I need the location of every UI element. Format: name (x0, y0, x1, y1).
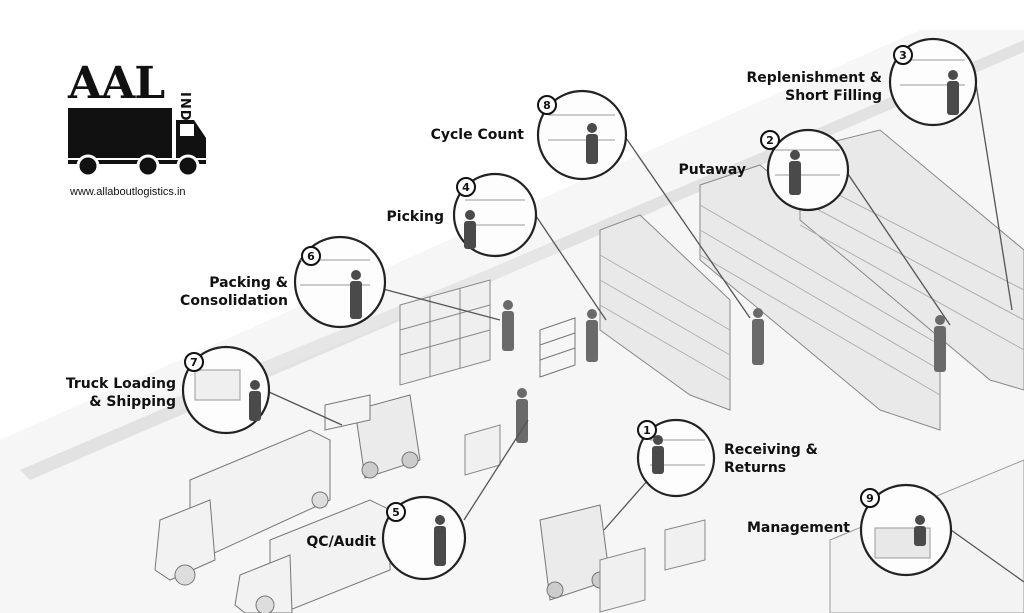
picking-cart (539, 317, 576, 378)
badge-7: 7 (184, 352, 204, 372)
forklift (539, 504, 611, 601)
svg-text:8: 8 (543, 99, 551, 112)
badge-3: 3 (893, 45, 913, 65)
svg-text:4: 4 (462, 181, 470, 194)
svg-text:3: 3 (899, 49, 907, 62)
svg-text:1: 1 (643, 424, 651, 437)
logo-brand-text: AAL (68, 58, 165, 109)
svg-text:7: 7 (190, 356, 198, 369)
box-stacks (464, 424, 706, 613)
callout-lines (268, 83, 1024, 583)
delivery-truck (154, 429, 331, 586)
callout-cycle-count (536, 89, 628, 181)
truck-icon (68, 108, 206, 178)
label-picking: Picking (386, 209, 444, 225)
svg-text:2: 2 (766, 134, 774, 147)
svg-text:6: 6 (307, 250, 315, 263)
badge-6: 6 (301, 246, 321, 266)
badge-9: 9 (860, 488, 880, 508)
label-management: Management (746, 520, 850, 536)
svg-text:5: 5 (392, 506, 400, 519)
label-truck-loading-shipping: Truck Loading & Shipping (65, 376, 176, 410)
packing-station (399, 279, 491, 386)
workers (502, 300, 946, 443)
label-receiving-returns: Receiving & Returns (724, 442, 818, 476)
forklift (324, 394, 421, 479)
label-putaway: Putaway (678, 162, 746, 178)
stage-badges: 1 2 3 4 5 6 7 8 9 (184, 45, 913, 522)
badge-2: 2 (760, 130, 780, 150)
label-packing-consolidation: Packing & Consolidation (180, 275, 288, 309)
label-replenishment: Replenishment & Short Filling (746, 70, 882, 104)
storage-racks (599, 129, 1024, 431)
svg-text:9: 9 (866, 492, 874, 505)
label-qc-audit: QC/Audit (306, 534, 376, 550)
badge-1: 1 (637, 420, 657, 440)
callout-workers (249, 70, 959, 566)
callout-putaway (766, 128, 850, 212)
badge-5: 5 (386, 502, 406, 522)
logo-website: www.allaboutlogistics.in (70, 186, 186, 198)
label-cycle-count: Cycle Count (430, 127, 524, 143)
badge-8: 8 (537, 95, 557, 115)
delivery-truck (234, 499, 391, 613)
badge-4: 4 (456, 177, 476, 197)
company-logo: AAL INDIA www.allaboutlogistics.in (68, 62, 218, 212)
